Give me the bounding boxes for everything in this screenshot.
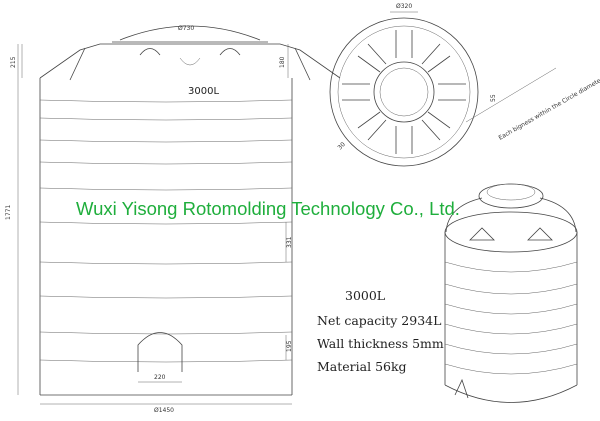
tank-shoulder (40, 44, 340, 78)
body-rib (40, 118, 292, 120)
top-height-dim: 215 (10, 56, 17, 68)
rib-ne (422, 44, 450, 72)
watermark: Wuxi Yisong Rotomolding Technology Co., … (76, 198, 460, 219)
iso-rib (445, 364, 577, 374)
base-height-dim: 195 (286, 340, 293, 352)
base-diameter-dim: Ø1450 (154, 407, 174, 414)
iso-handles (470, 228, 552, 240)
body-rib (40, 262, 292, 264)
iso-shoulder-ring (445, 212, 577, 252)
iso-rib (445, 344, 577, 354)
body-rib (40, 162, 292, 164)
body-rib (40, 100, 292, 102)
top-view: Ø320 30 55 Each bigness within the Circl… (330, 3, 600, 166)
outlet-width-dim: 220 (154, 374, 166, 381)
body-ribs (40, 100, 292, 362)
body-rib (40, 222, 292, 224)
body-rib (40, 360, 292, 362)
body-rib (40, 296, 292, 298)
body-rib (40, 140, 292, 142)
top-view-lid-circle (374, 62, 434, 122)
spec-capacity: Net capacity 2934L (317, 313, 441, 328)
rib-west (342, 84, 370, 100)
lid-handle-left (140, 49, 160, 56)
iso-ribs (445, 262, 577, 374)
center-recess (180, 58, 200, 65)
iso-lid-top (487, 184, 535, 200)
tank-3d-view (445, 184, 577, 403)
rib-south (396, 126, 412, 154)
section-height-dim: 331 (286, 236, 293, 248)
diag-dim-label: Each bigness within the Circle diameter … (498, 71, 600, 142)
top-view-ribs (342, 30, 466, 154)
spec-model: 3000L (345, 288, 385, 303)
iso-shoulder (446, 198, 576, 232)
shoulder-rib-left (70, 48, 85, 80)
side-inlet-dim: 30 (336, 141, 346, 151)
iso-rib (445, 284, 577, 294)
side-value-dim: 55 (490, 94, 497, 102)
top-view-outer-circle (330, 18, 478, 166)
shoulder-rib-right (295, 48, 310, 80)
rib-sw (358, 112, 386, 140)
base-outlet-arch (138, 333, 182, 373)
spec-material: Material 56kg (317, 359, 407, 374)
top-view-rim-circle (338, 26, 470, 158)
lid-diameter-dim: Ø730 (178, 25, 194, 32)
iso-rib (445, 324, 577, 334)
front-view: 3000L 1771 215 Ø730 180 331 195 220 Ø145… (5, 25, 340, 414)
iso-foot (455, 380, 468, 398)
rib-east (438, 84, 466, 100)
iso-rib (445, 262, 577, 272)
iso-lid (479, 184, 543, 208)
spec-wall: Wall thickness 5mm (317, 336, 444, 351)
overall-height-dim: 1771 (5, 205, 12, 220)
rib-nw (358, 44, 386, 72)
capacity-label: 3000L (188, 86, 219, 97)
lid-handle-right (220, 49, 240, 56)
rib-north (396, 30, 412, 58)
top-view-lid-inner (380, 68, 428, 116)
top-ring-dim: Ø320 (396, 3, 412, 10)
rib-se (422, 112, 450, 140)
lid-height-dim: 180 (279, 56, 286, 68)
body-rib (40, 188, 292, 190)
iso-rib (445, 304, 577, 314)
spec-block: 3000L Net capacity 2934L Wall thickness … (317, 288, 444, 374)
